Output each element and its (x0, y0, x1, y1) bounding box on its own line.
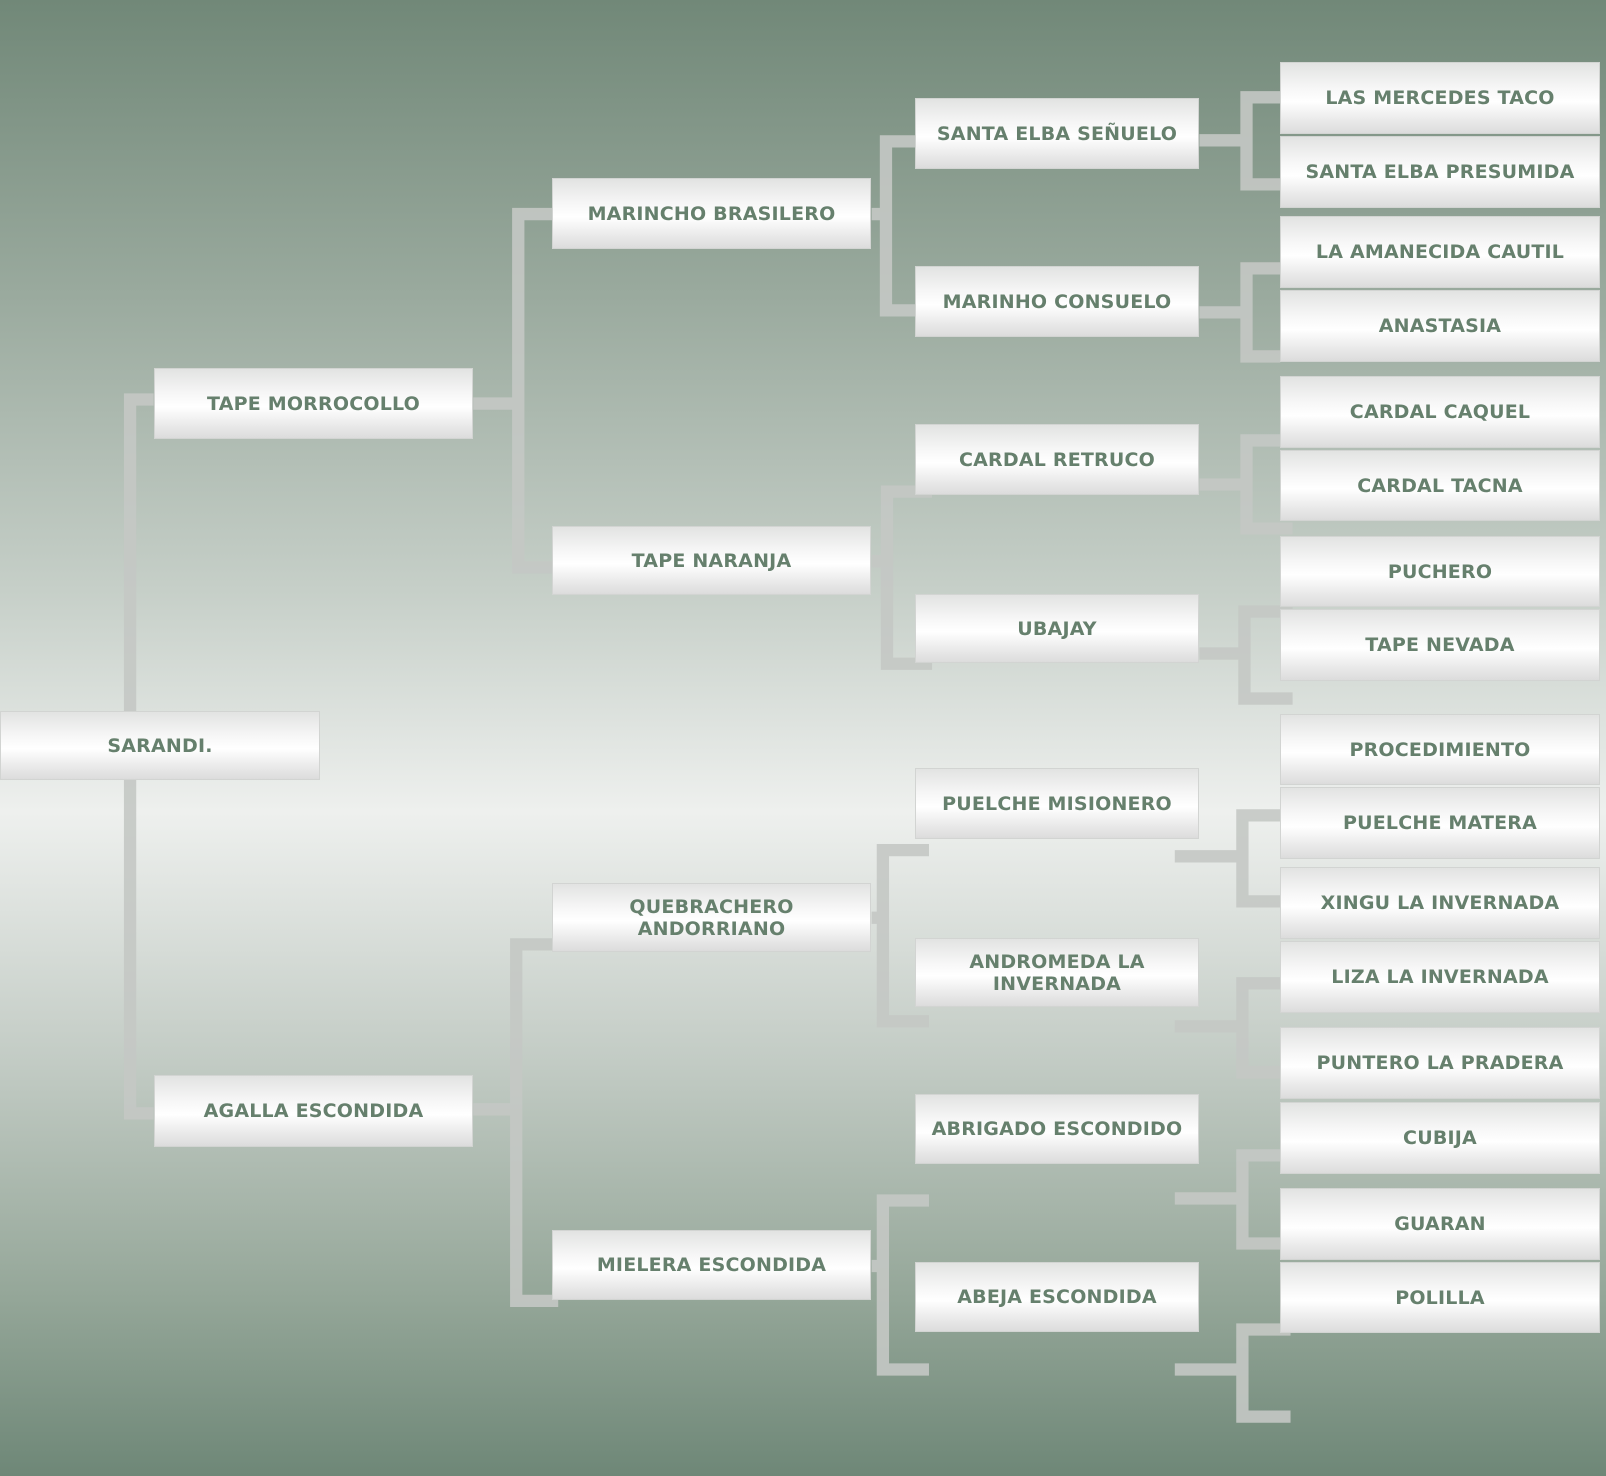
horse-gen3[interactable]: UBAJAY (915, 594, 1199, 663)
horse-gen4[interactable]: GUARAN (1280, 1188, 1600, 1260)
horse-gen4[interactable]: PROCEDIMIENTO (1280, 714, 1600, 785)
horse-gen3[interactable]: CARDAL RETRUCO (915, 424, 1199, 495)
horse-gen4[interactable]: CARDAL TACNA (1280, 450, 1600, 521)
horse-gen2[interactable]: TAPE NARANJA (552, 526, 871, 595)
horse-gen3[interactable]: ABEJA ESCONDIDA (915, 1262, 1199, 1332)
horse-gen4[interactable]: CUBIJA (1280, 1102, 1600, 1174)
horse-gen4[interactable]: XINGU LA INVERNADA (1280, 867, 1600, 939)
horse-gen4[interactable]: SANTA ELBA PRESUMIDA (1280, 136, 1600, 208)
horse-gen3[interactable]: ANDROMEDA LA INVERNADA (915, 938, 1199, 1007)
horse-gen4[interactable]: PUCHERO (1280, 536, 1600, 607)
horse-gen4[interactable]: CARDAL CAQUEL (1280, 376, 1600, 448)
horse-gen4[interactable]: PUNTERO LA PRADERA (1280, 1027, 1600, 1099)
horse-gen3[interactable]: PUELCHE MISIONERO (915, 768, 1199, 839)
horse-gen4[interactable]: ANASTASIA (1280, 290, 1600, 362)
horse-gen3[interactable]: ABRIGADO ESCONDIDO (915, 1094, 1199, 1164)
horse-gen2[interactable]: QUEBRACHERO ANDORRIANO (552, 883, 871, 952)
horse-gen2[interactable]: MIELERA ESCONDIDA (552, 1230, 871, 1300)
horse-dam[interactable]: AGALLA ESCONDIDA (154, 1075, 473, 1147)
horse-gen3[interactable]: MARINHO CONSUELO (915, 266, 1199, 337)
horse-gen4[interactable]: POLILLA (1280, 1262, 1600, 1333)
horse-root[interactable]: SARANDI. (0, 711, 320, 780)
horse-gen4[interactable]: PUELCHE MATERA (1280, 787, 1600, 859)
horse-gen4[interactable]: TAPE NEVADA (1280, 609, 1600, 681)
horse-gen4[interactable]: LA AMANECIDA CAUTIL (1280, 216, 1600, 288)
horse-sire[interactable]: TAPE MORROCOLLO (154, 368, 473, 439)
horse-gen4[interactable]: LIZA LA INVERNADA (1280, 941, 1600, 1013)
horse-gen2[interactable]: MARINCHO BRASILERO (552, 178, 871, 249)
horse-gen4[interactable]: LAS MERCEDES TACO (1280, 62, 1600, 134)
horse-gen3[interactable]: SANTA ELBA SEÑUELO (915, 98, 1199, 169)
